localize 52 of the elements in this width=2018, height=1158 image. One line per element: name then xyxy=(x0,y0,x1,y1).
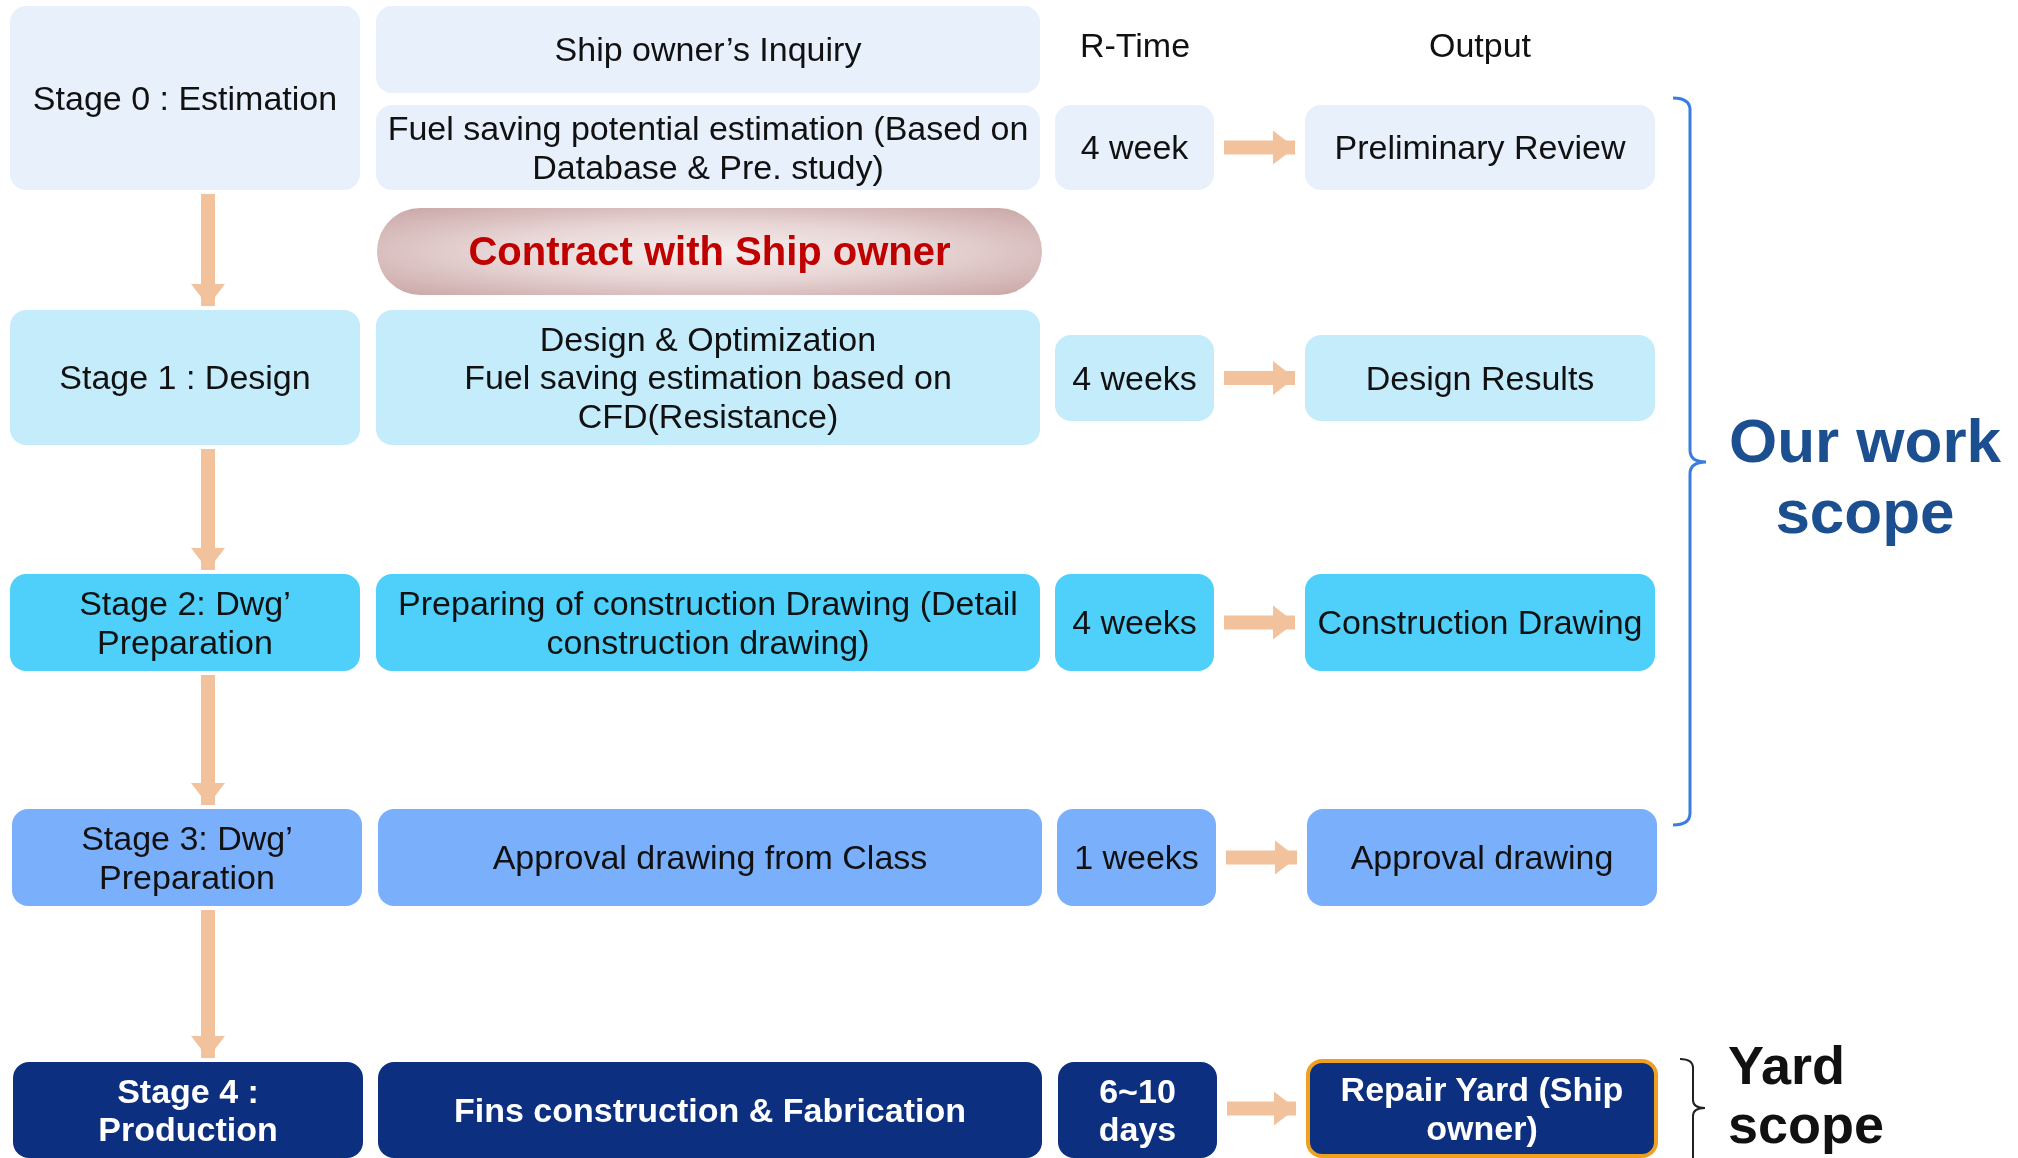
node-text: Design Results xyxy=(1365,358,1595,398)
arrow xyxy=(191,449,225,570)
stage-box xyxy=(10,310,360,445)
arrow xyxy=(1227,1091,1296,1126)
node-text: Repair Yard (Ship owner) xyxy=(1339,1070,1625,1147)
node-text: 6~10 days xyxy=(1097,1071,1178,1149)
node-text: 4 weeks xyxy=(1072,603,1197,642)
task-box xyxy=(378,809,1042,906)
task-box xyxy=(378,1062,1042,1158)
output-box xyxy=(1305,574,1655,671)
task-box xyxy=(376,574,1040,671)
node-text: Preliminary Review xyxy=(1334,128,1626,167)
output-box xyxy=(1305,335,1655,421)
stage-box xyxy=(10,574,360,671)
column-header: R-Time xyxy=(1078,26,1192,65)
scope-label: Our work scope xyxy=(1727,405,2003,548)
node-text: Fuel saving potential estimation (Based on Database & Pre. study) xyxy=(386,109,1030,186)
node-text: Contract with Ship owner xyxy=(468,229,951,274)
task-box xyxy=(376,310,1040,445)
node-text: 4 weeks xyxy=(1072,358,1197,398)
node-text: 1 weeks xyxy=(1074,838,1199,877)
scope-label: Yard scope xyxy=(1728,1036,1886,1155)
arrow xyxy=(191,194,225,306)
duration-box xyxy=(1057,809,1216,906)
node-text: 4 week xyxy=(1080,128,1189,167)
stage-box xyxy=(13,1062,363,1158)
node-text: Stage 2: Dwg’ Preparation xyxy=(78,584,292,661)
node-text: Ship owner’s Inquiry xyxy=(554,30,862,69)
node-text: Stage 4 : Production xyxy=(97,1071,279,1149)
node-text: Fins construction & Fabrication xyxy=(454,1090,966,1130)
node-text: Fuel saving estimation based on CFD(Resistance) xyxy=(463,358,953,435)
arrow xyxy=(191,675,225,805)
node-text: Preparing of construction Drawing (Detail construction drawing) xyxy=(397,584,1019,661)
node-text: Construction Drawing xyxy=(1317,603,1643,642)
arrow xyxy=(1224,130,1295,165)
arrow xyxy=(1224,361,1295,395)
output-box xyxy=(1306,1059,1658,1158)
arrow xyxy=(1226,840,1297,875)
node-text: Stage 1 : Design xyxy=(59,358,311,397)
arrow xyxy=(1224,605,1295,640)
node-text: Stage 3: Dwg’ Preparation xyxy=(80,819,294,896)
duration-box xyxy=(1055,574,1214,671)
arrow xyxy=(191,910,225,1058)
node-text: Approval drawing xyxy=(1350,838,1614,877)
node-text: Stage 0 : Estimation xyxy=(32,78,338,118)
node-text: Design & Optimization xyxy=(539,320,877,359)
stage-box xyxy=(12,809,362,906)
duration-box xyxy=(1058,1062,1217,1158)
output-box xyxy=(1307,809,1657,906)
duration-box xyxy=(1055,335,1214,421)
column-header: Output xyxy=(1427,26,1533,65)
node-text: Approval drawing from Class xyxy=(492,838,928,877)
